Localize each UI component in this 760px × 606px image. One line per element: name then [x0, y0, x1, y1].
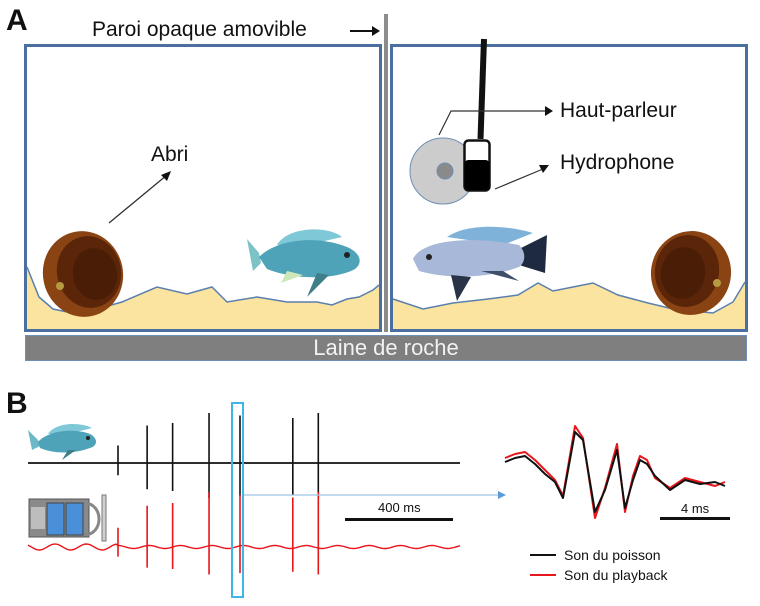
fish-left — [247, 229, 360, 297]
zoom-trace-fish — [504, 431, 726, 513]
left-tank: Abri — [24, 44, 382, 332]
scale-bar-4ms — [660, 517, 730, 520]
panel-b-letter: B — [6, 387, 28, 420]
hydrophone-label: Hydrophone — [560, 151, 675, 174]
scale-bar-400ms-label: 400 ms — [378, 500, 421, 515]
legend-label-fish: Son du poisson — [564, 546, 661, 563]
shelter-pot-left — [42, 231, 124, 317]
legend-label-playback: Son du playback — [564, 566, 668, 583]
highlight-box[interactable] — [231, 402, 244, 598]
zoomed-waveform — [504, 425, 726, 519]
hydrophone-icon — [463, 139, 491, 192]
legend: Son du poisson Son du playback — [530, 545, 668, 585]
hydrophone-arrow — [494, 165, 549, 190]
trace-playback — [27, 492, 461, 575]
speaker-arrow — [438, 106, 553, 136]
speaker-device-icon — [28, 494, 107, 542]
legend-item-playback: Son du playback — [530, 565, 668, 585]
right-tank: Haut-parleur Hydrophone — [390, 38, 748, 332]
divider-arrow — [350, 26, 380, 36]
scale-bar-400ms — [345, 518, 453, 521]
shelter-pot-right — [650, 231, 732, 315]
shelter-label: Abri — [151, 143, 189, 166]
panel-a-letter: A — [6, 4, 28, 37]
legend-swatch-playback — [530, 574, 556, 576]
zoom-trace-playback — [504, 425, 726, 519]
playback-baseline — [27, 543, 461, 551]
fish-icon-b — [28, 424, 96, 460]
legend-item-fish: Son du poisson — [530, 545, 668, 565]
rock-wool-base: Laine de roche — [25, 335, 747, 361]
removable-divider — [384, 14, 388, 332]
fish-right — [413, 226, 547, 301]
shelter-arrow — [108, 171, 171, 224]
speaker-label: Haut-parleur — [560, 99, 677, 122]
divider-label: Paroi opaque amovible — [92, 18, 307, 41]
scale-bar-4ms-label: 4 ms — [681, 501, 710, 516]
speaker-icon — [409, 137, 477, 205]
legend-swatch-fish — [530, 554, 556, 556]
zoom-connector-arrow — [244, 491, 506, 499]
trace-fish — [28, 413, 460, 498]
